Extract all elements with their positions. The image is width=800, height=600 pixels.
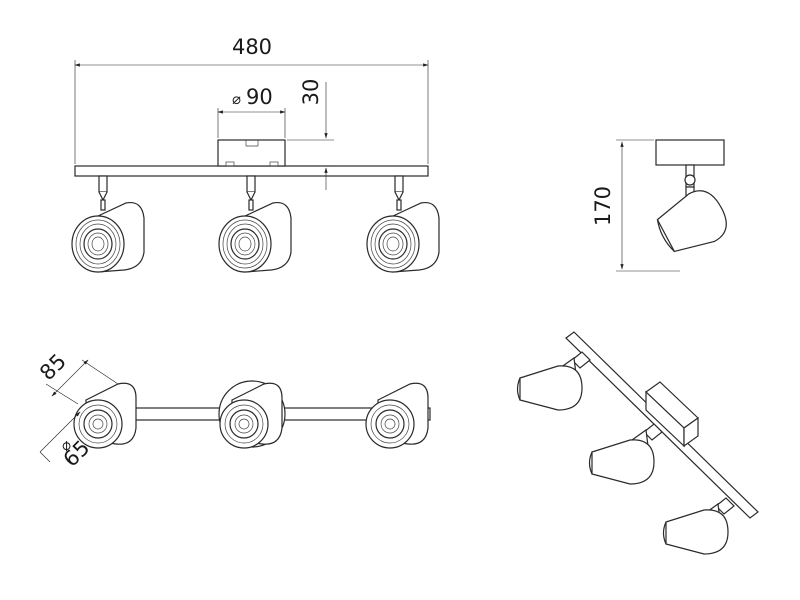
dim-height: 170 [591,186,615,226]
arm-2 [246,175,256,211]
front-view: 480 ⌀ 90 30 [71,35,440,273]
iso-spot-1 [516,351,591,411]
rail [74,165,429,177]
spotlight-2 [218,201,292,273]
side-view: 170 [591,139,727,272]
side-base-plate [655,139,725,166]
top-spot-2 [219,382,283,449]
top-spot-1 [73,382,137,449]
dim-base-diameter: 90 [246,85,273,109]
dim-base-height: 30 [299,79,323,106]
arm-1 [98,175,108,211]
spotlight-1 [71,201,145,273]
top-view: 85 ⌀ 65 [35,349,431,472]
arm-3 [394,175,404,211]
dim-head-length: 85 [35,349,71,385]
dim-overall-length: 480 [232,35,272,59]
iso-spot-2 [588,423,663,485]
iso-spot-3 [662,497,735,555]
dim-base-diameter-symbol: ⌀ [232,90,241,108]
spotlight-3 [366,201,440,273]
isometric-view [516,331,759,555]
top-spot-3 [365,382,429,449]
